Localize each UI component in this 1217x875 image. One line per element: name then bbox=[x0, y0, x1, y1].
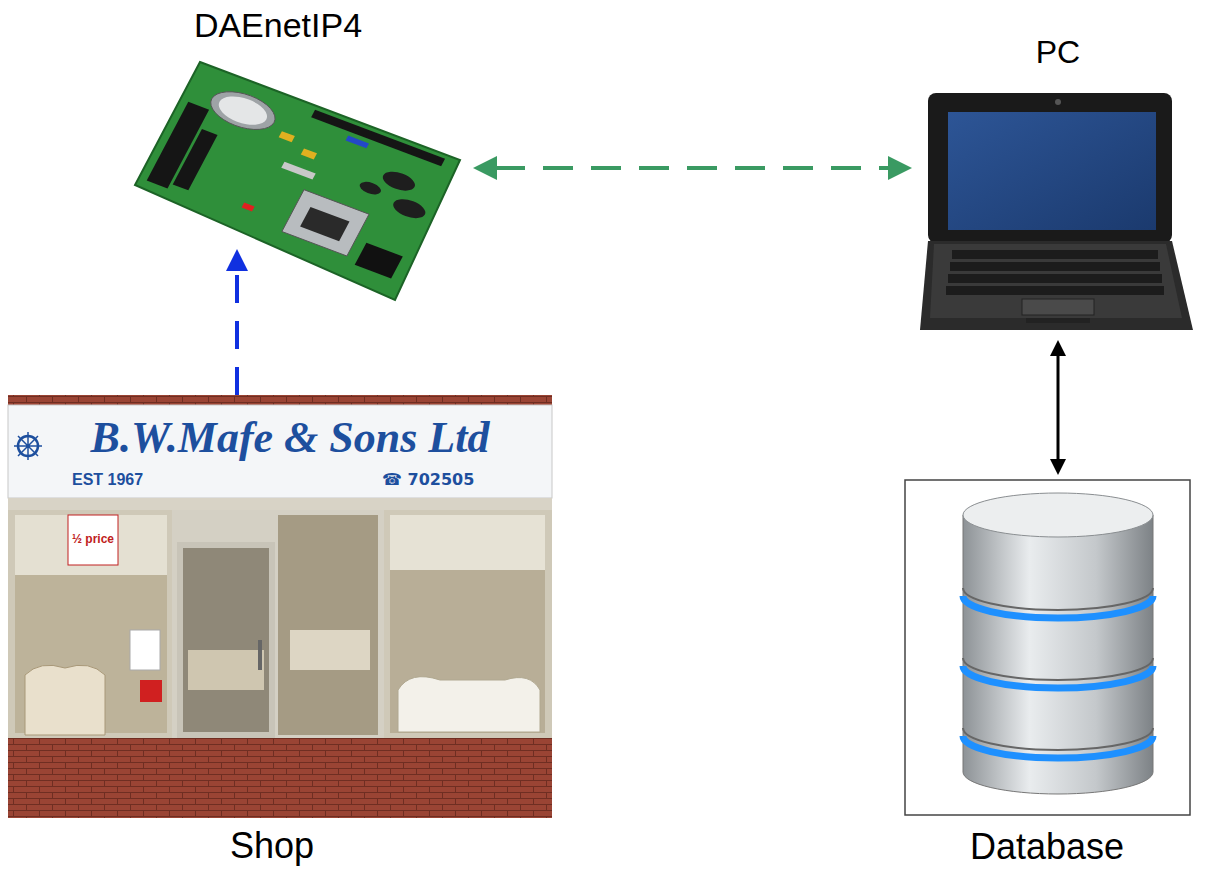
shop-sign-name: B.W.Mafe & Sons Ltd bbox=[91, 414, 490, 462]
arrowhead bbox=[473, 156, 497, 180]
shop-sign-phone: ☎ 702505 bbox=[382, 471, 474, 489]
connector-arrow bbox=[1050, 340, 1066, 475]
window-sign: ½ price bbox=[72, 533, 114, 546]
arrowhead bbox=[1050, 340, 1066, 356]
database-node: Database bbox=[905, 480, 1190, 870]
shop-node: Shop bbox=[8, 395, 552, 870]
pcb-board bbox=[135, 62, 460, 300]
device-node: DAEnetIP4 bbox=[135, 0, 465, 245]
shop-photo bbox=[8, 395, 552, 818]
database-illustration bbox=[905, 480, 1190, 815]
connector-line bbox=[495, 166, 890, 170]
computer-node: PC bbox=[920, 30, 1195, 335]
connector-arrow bbox=[473, 156, 912, 180]
node-label: Database bbox=[970, 826, 1124, 867]
node-label: PC bbox=[1036, 34, 1080, 71]
laptop-illustration bbox=[920, 93, 1193, 330]
arrowhead bbox=[226, 249, 248, 271]
arrowhead bbox=[888, 156, 912, 180]
connector-line bbox=[1057, 354, 1060, 461]
arrowhead bbox=[1050, 459, 1066, 475]
node-label: DAEnetIP4 bbox=[194, 6, 362, 45]
node-label: Shop bbox=[230, 825, 314, 866]
connector-arrow bbox=[226, 249, 248, 395]
shop-sign-year: EST 1967 bbox=[72, 471, 143, 489]
connector-line bbox=[235, 269, 239, 395]
